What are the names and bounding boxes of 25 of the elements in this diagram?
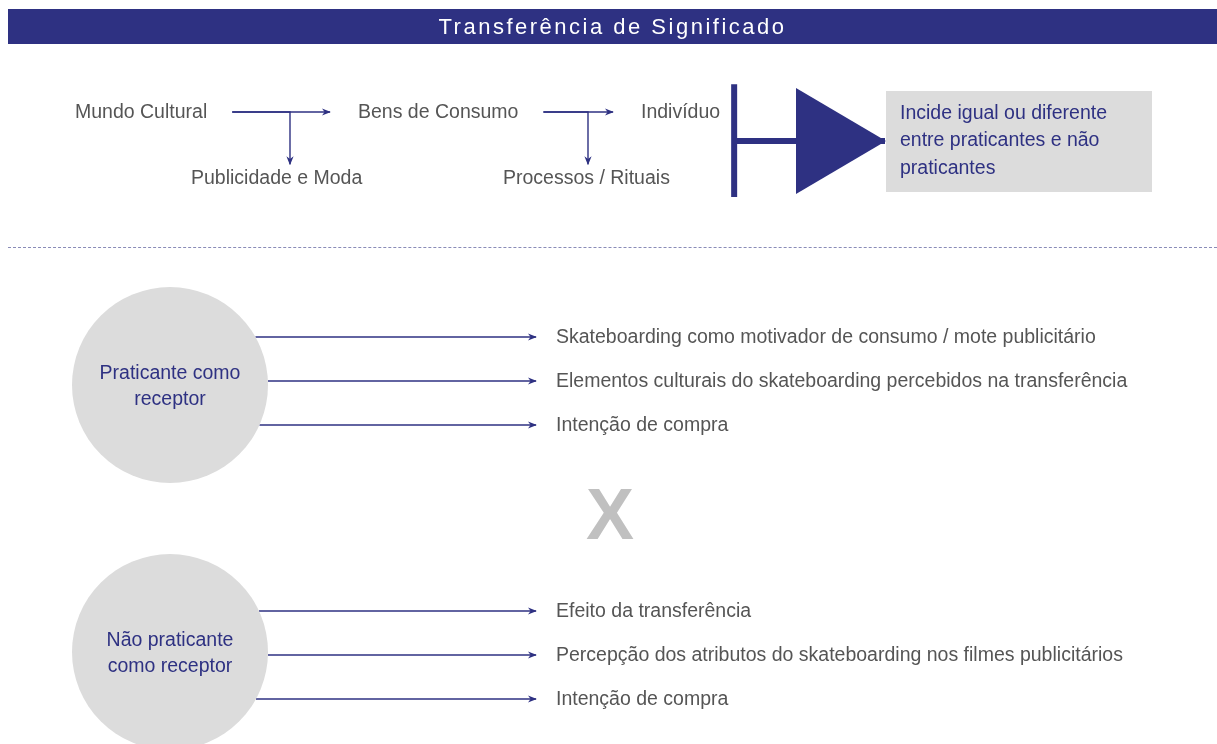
arrow — [254, 333, 537, 341]
node-label: Efeito da transferência — [556, 599, 752, 623]
title-banner: Transferência de Significado — [8, 9, 1217, 44]
node-label: Elementos culturais do skateboarding percebidos na transferência — [556, 369, 1128, 393]
arrow — [542, 111, 592, 166]
versus-mark: X — [586, 478, 635, 550]
node-label: Processos / Rituais — [503, 166, 670, 190]
circle-node: Não praticante como receptor — [72, 554, 268, 744]
arrow — [255, 695, 537, 703]
arrow — [267, 651, 537, 659]
node-label: Intenção de compra — [556, 687, 729, 711]
big-arrow — [731, 81, 888, 200]
node-label: Percepção dos atributos do skateboarding nos filmes publicitários — [556, 643, 1123, 667]
arrow — [267, 377, 537, 385]
arrow — [258, 421, 537, 429]
node-label: Intenção de compra — [556, 413, 729, 437]
node-label: Mundo Cultural — [75, 100, 208, 124]
node-label: Bens de Consumo — [358, 100, 519, 124]
arrow — [258, 607, 537, 615]
circle-node: Praticante como receptor — [72, 287, 268, 483]
node-label: Skateboarding como motivador de consumo / mote publicitário — [556, 325, 1096, 349]
arrow — [231, 111, 294, 166]
node-label: Indivíduo — [641, 100, 721, 124]
node-label: Publicidade e Moda — [191, 166, 363, 190]
text-box: Incide igual ou diferente entre praticantes e não praticantes — [886, 91, 1152, 192]
